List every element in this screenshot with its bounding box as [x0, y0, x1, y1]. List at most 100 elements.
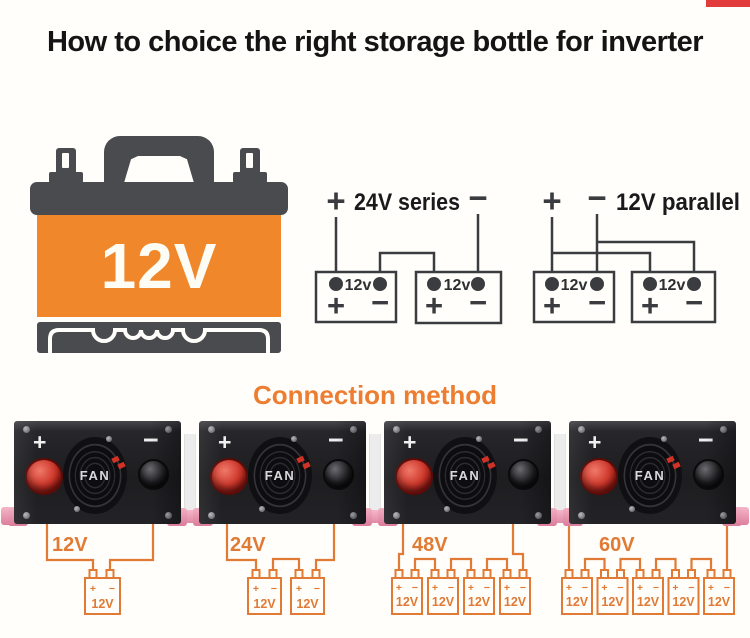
bank-voltage-label: 12V: [52, 534, 88, 556]
battery-bank-wiring: 12V + − 12V 24V + − 12V + − 12V: [45, 521, 735, 615]
battery-label: 12v: [444, 277, 471, 294]
fan-grille-icon: FAN: [63, 437, 127, 514]
mini-battery: [499, 577, 531, 615]
mini-battery-label: 12V: [637, 595, 660, 609]
series-diagram: + 24V series − 12v 12v + − + −: [314, 179, 503, 325]
mini-battery: [463, 577, 495, 615]
terminal-dot: [373, 277, 387, 291]
battery-label: 12v: [345, 277, 372, 294]
fan-label: FAN: [79, 467, 111, 483]
mini-battery-label: 12V: [708, 595, 731, 609]
mini-battery-minus: −: [412, 582, 418, 594]
mini-battery: [667, 577, 700, 615]
inverter-minus-label: −: [698, 425, 714, 455]
bank-voltage-label: 24V: [230, 534, 266, 556]
parallel-diagram: + − 12V parallel 12v 12v + − + −: [532, 179, 740, 324]
mini-battery-minus: −: [653, 582, 659, 594]
negative-terminal-knob: [138, 459, 169, 490]
battery-voltage-label: 12V: [100, 230, 218, 302]
battery-plus: +: [543, 288, 561, 323]
terminal-dot: [329, 277, 343, 291]
mini-battery-label: 12V: [396, 595, 419, 609]
inverter-plus-label: +: [33, 429, 47, 455]
battery-terminal-right-icon: [240, 148, 260, 176]
terminal-dot: [590, 277, 604, 291]
mini-battery-plus: +: [601, 582, 607, 594]
terminal-dot: [471, 277, 485, 291]
mini-battery: [632, 577, 664, 615]
battery-minus: −: [588, 285, 606, 320]
fan-label: FAN: [634, 467, 666, 483]
mini-battery-plus: +: [566, 582, 572, 594]
inverter-minus-label: −: [143, 425, 159, 455]
photo-gap-strip: [369, 434, 381, 520]
parallel-minus-branch: [597, 240, 696, 284]
mini-battery-label: 12V: [432, 595, 455, 609]
photo-gap-strip: [554, 434, 566, 520]
terminal-dot: [687, 277, 701, 291]
terminal-dot: [643, 277, 657, 291]
series-title: 24V series: [354, 189, 460, 216]
bank-12v: 12V + − 12V: [45, 521, 155, 615]
page-title: How to choice the right storage bottle f…: [46, 26, 704, 58]
battery-minus: −: [371, 285, 389, 320]
inverter-minus-label: −: [328, 425, 344, 455]
mini-battery-plus: +: [296, 583, 302, 595]
bank-60v: 60V + − 12V + − 12V + − 12V + − 12V + −: [561, 521, 735, 615]
section-title: Connection method: [252, 380, 498, 410]
fan-label: FAN: [449, 467, 481, 483]
mini-battery-minus: −: [448, 582, 454, 594]
bank-24v: 24V + − 12V + − 12V: [225, 521, 336, 615]
mini-battery-minus: −: [688, 582, 694, 594]
mini-battery-plus: +: [468, 582, 474, 594]
battery-terminal-left-base: [49, 172, 83, 183]
battery-label: 12v: [659, 277, 686, 294]
mini-battery: [561, 577, 593, 615]
mini-battery-plus: +: [637, 582, 643, 594]
battery-base: [37, 322, 281, 353]
wiring-diagrams: + 24V series − 12v 12v + − + − + − 12V p…: [314, 179, 740, 325]
fan-grille-icon: FAN: [433, 437, 497, 514]
mini-battery-minus: −: [617, 582, 623, 594]
bank-48v: 48V + − 12V + − 12V + − 12V + − 12V: [391, 521, 531, 615]
bank-voltage-label: 60V: [599, 534, 635, 556]
mini-battery-label: 12V: [601, 595, 624, 609]
mini-battery: [290, 577, 325, 615]
mini-battery-minus: −: [109, 583, 115, 595]
mini-battery-label: 12V: [672, 595, 695, 609]
photo-gap-strip: [184, 434, 196, 520]
mini-battery-label: 12V: [504, 595, 527, 609]
mini-battery-plus: +: [672, 582, 678, 594]
mini-battery: [427, 577, 459, 615]
parallel-plus-symbol: +: [542, 182, 561, 219]
battery-terminal-right-base: [233, 172, 267, 183]
battery-plus: +: [327, 288, 345, 323]
inverter-plus-label: +: [403, 429, 417, 455]
inverter-plus-label: +: [218, 429, 232, 455]
mini-battery-minus: −: [314, 583, 320, 595]
bank-voltage-label: 48V: [412, 534, 448, 556]
fan-grille-icon: FAN: [248, 437, 312, 514]
mini-battery-plus: +: [708, 582, 714, 594]
mini-battery-label: 12V: [91, 597, 114, 611]
mini-battery: [703, 577, 735, 615]
battery-body: 12V: [37, 215, 281, 317]
negative-terminal-knob: [693, 459, 724, 490]
mini-battery-plus: +: [396, 582, 402, 594]
positive-terminal-knob: [210, 458, 248, 495]
inverter-12v: + − FAN: [14, 421, 181, 524]
mini-battery: [391, 577, 423, 615]
negative-terminal-knob: [323, 459, 354, 490]
parallel-title: 12V parallel: [616, 189, 740, 216]
inverter-minus-label: −: [513, 425, 529, 455]
mini-battery-label: 12V: [566, 595, 589, 609]
mini-battery: [596, 577, 629, 615]
corner-red-mark: [706, 0, 750, 7]
positive-terminal-knob: [580, 458, 618, 495]
battery-minus: −: [685, 285, 703, 320]
mini-battery-minus: −: [520, 582, 526, 594]
terminal-dot: [427, 277, 441, 291]
mini-battery-label: 12V: [296, 597, 319, 611]
terminal-dot: [545, 277, 559, 291]
